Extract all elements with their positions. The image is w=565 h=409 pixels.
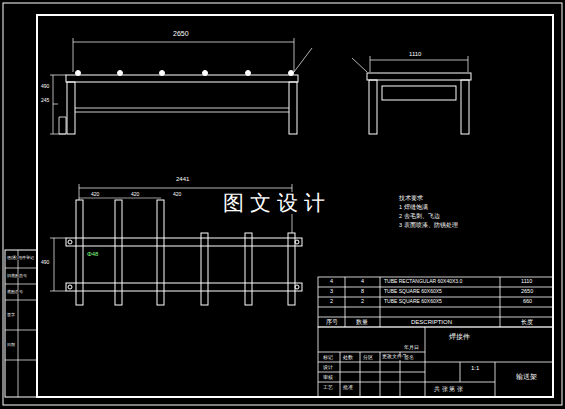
title-cell: 共 张 第 张 [433, 387, 464, 393]
dim: 2650 [172, 30, 190, 37]
table-cell: 长度 [520, 319, 534, 325]
table-cell: TUBE RECTANGULAR 60X40X3.0 [383, 279, 463, 284]
table-cell: 4 [360, 279, 365, 285]
table-cell: 2 [360, 299, 365, 305]
table-cell: TUBE SQUARE 60X60X5 [383, 289, 443, 294]
filing-column [5, 250, 37, 397]
stamp-cell: 旧底图总号 [6, 274, 28, 278]
note: 3 表面喷漆、防锈处理 [398, 223, 459, 229]
note: 技术要求 [398, 196, 424, 202]
table-cell: 2650 [520, 289, 534, 295]
dim: 490 [40, 84, 50, 89]
inner-frame [37, 15, 553, 397]
title-block [318, 327, 553, 397]
title-cell: 处数 [342, 355, 354, 360]
title-cell: 标记 [322, 355, 334, 360]
table-cell: 1110 [520, 279, 533, 285]
dim: 2441 [175, 176, 190, 182]
title-cell: 设计 [322, 365, 334, 370]
side-view [352, 56, 471, 134]
table-cell: 序号 [325, 319, 339, 325]
table-cell: 8 [360, 289, 365, 295]
title-cell: 年月日 [403, 345, 420, 350]
table-cell: 数量 [355, 319, 369, 325]
dim: 420 [130, 192, 140, 197]
dim: 420 [172, 192, 182, 197]
stamp-cell: 底图总号 [6, 290, 24, 294]
bom-table [318, 277, 553, 327]
title-cell: 焊接件 [448, 333, 471, 340]
stamp-cell: 签字 [6, 313, 16, 317]
table-cell: 4 [329, 279, 334, 285]
table-cell: DESCRIPTION [410, 319, 453, 325]
watermark: 图文设计 [222, 192, 332, 214]
title-cell: 1:1 [470, 365, 480, 371]
title-cell: 分区 [362, 355, 374, 360]
part-label: Φ48 [86, 251, 99, 257]
outer-frame [3, 3, 562, 405]
table-cell: 660 [522, 299, 533, 305]
dim: 420 [90, 192, 100, 197]
title-cell: 批准 [342, 385, 354, 390]
title-cell: 工艺 [322, 385, 334, 390]
front-view [50, 38, 312, 134]
table-cell: 2 [329, 299, 334, 305]
title-cell: 签名 [403, 355, 415, 360]
dim: 1110 [408, 51, 422, 57]
title-cell: 审核 [322, 375, 334, 380]
dim: 490 [40, 260, 50, 265]
table-cell: TUBE SQUARE 60X60X5 [383, 299, 443, 304]
table-cell: 3 [329, 289, 334, 295]
note: 1 焊缝饱满 [398, 205, 429, 211]
title-cell: 输送架 [515, 373, 538, 380]
dim: 245 [40, 98, 50, 103]
stamp-cell: 日期 [6, 343, 16, 347]
stamp-cell: 借(通)用件登记 [6, 256, 35, 260]
note: 2 去毛刺、飞边 [398, 214, 441, 220]
